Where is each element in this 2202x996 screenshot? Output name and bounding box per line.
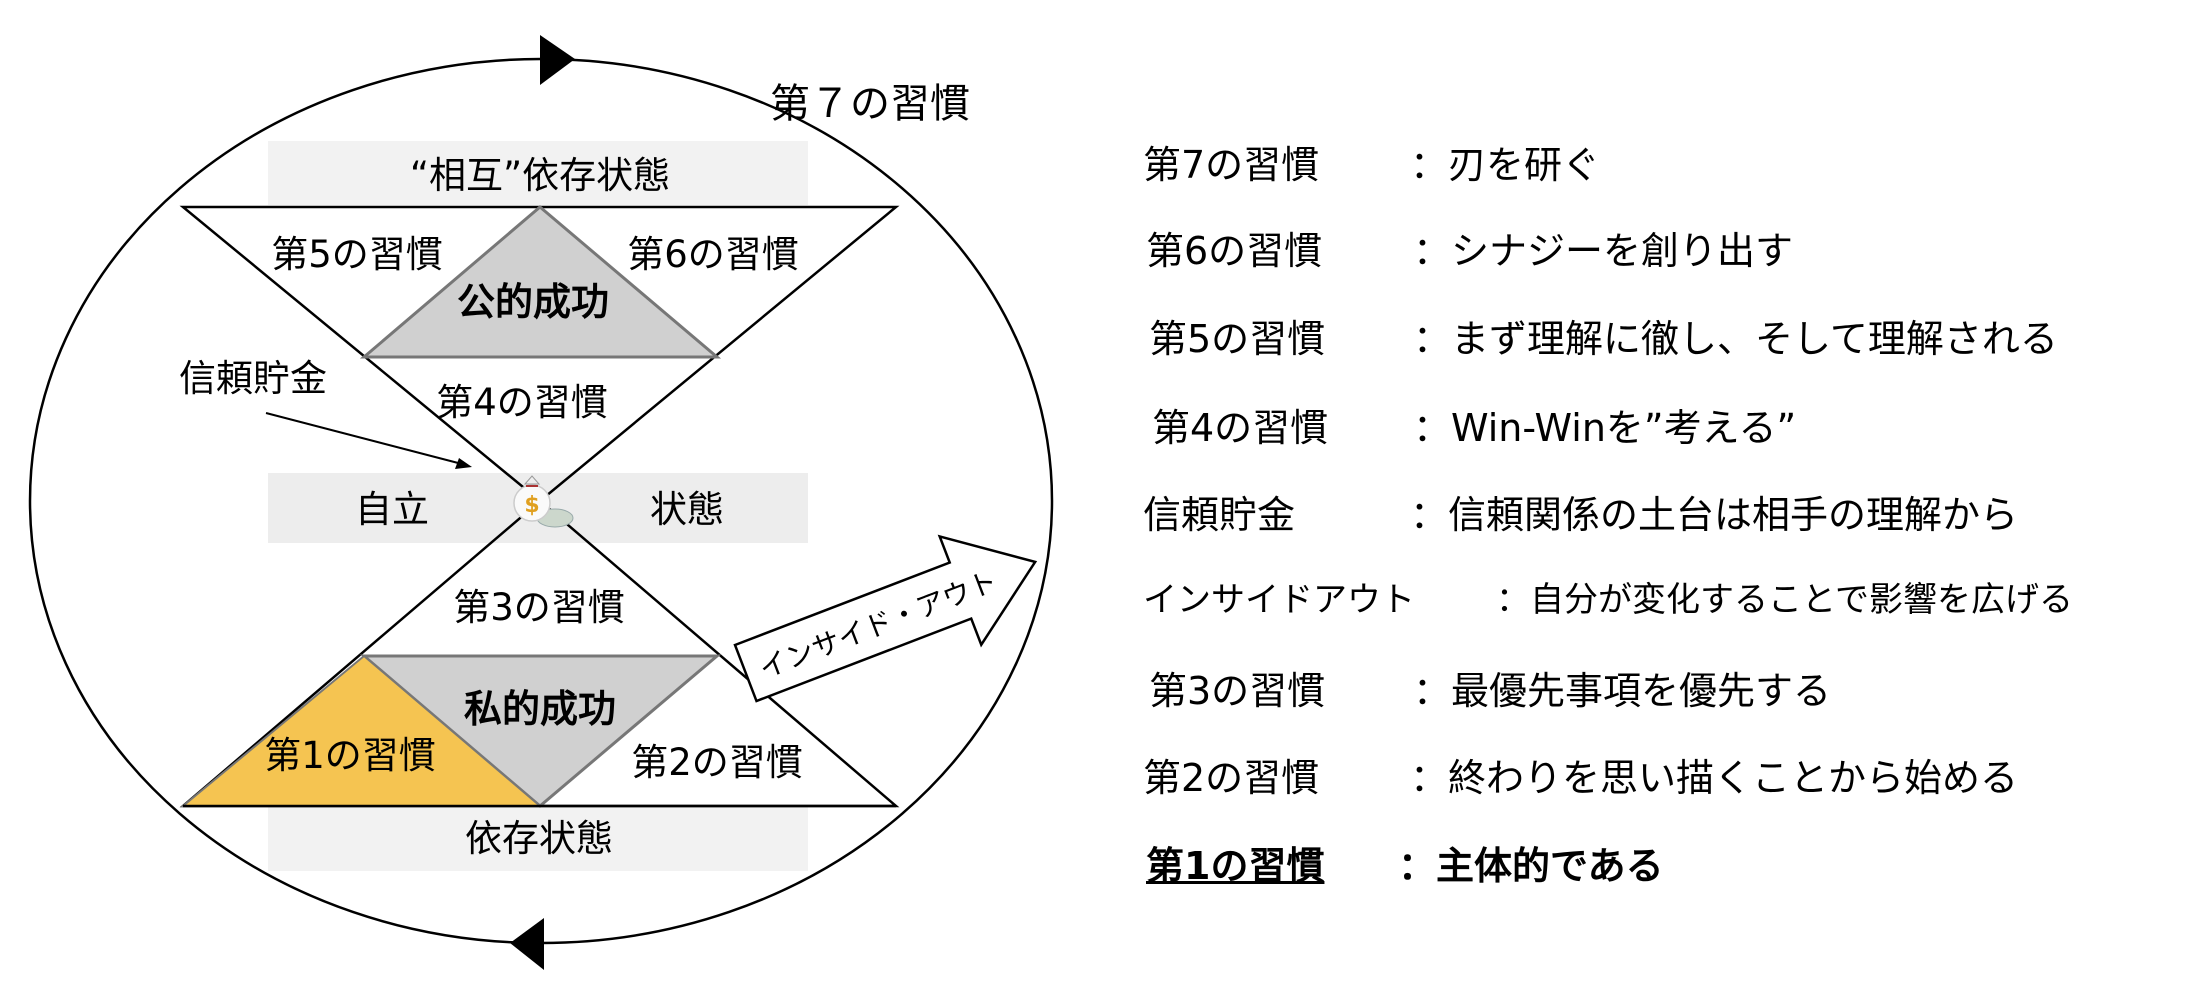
legend-desc: ：まず理解に徹し、そして理解される — [1413, 317, 2058, 361]
legend-row: 第3の習慣 ：最優先事項を優先する — [1149, 669, 1831, 713]
habit6-label: 第6の習慣 — [627, 233, 799, 276]
interdependence-label: “相互”依存状態 — [410, 154, 670, 197]
legend-row: 第6の習慣 ：シナジーを創り出す — [1146, 229, 1793, 273]
legend-row: 第2の習慣 ：終わりを思い描くことから始める — [1143, 756, 2018, 800]
dependence-label: 依存状態 — [465, 817, 613, 860]
svg-text:$: $ — [524, 493, 539, 518]
interdependence-band — [268, 141, 808, 205]
legend-label: 第4の習慣 — [1152, 406, 1329, 450]
emotional-bank-arrow — [265, 412, 463, 465]
legend-label: 第3の習慣 — [1149, 669, 1326, 713]
legend-desc: ：信頼関係の土台は相手の理解から — [1410, 493, 2019, 537]
cycle-arrow-right-icon — [540, 35, 575, 85]
public-victory-label: 公的成功 — [457, 280, 609, 324]
legend-row: 第5の習慣 ：まず理解に徹し、そして理解される — [1149, 317, 2058, 361]
legend-label: 第5の習慣 — [1149, 317, 1326, 361]
legend-desc: ：Win-Winを”考える” — [1413, 406, 1797, 450]
legend-row: インサイドアウト ：自分が変化することで影響を広げる — [1143, 580, 2073, 620]
legend-desc: ：最優先事項を優先する — [1413, 669, 1832, 713]
habit4-label: 第4の習慣 — [436, 381, 608, 424]
legend-label: 信頼貯金 — [1143, 493, 1296, 537]
independence-label-left: 自立 — [355, 488, 429, 531]
legend-row: 信頼貯金 ：信頼関係の土台は相手の理解から — [1143, 493, 2018, 537]
money-bag-icon: $ — [513, 475, 574, 528]
legend-desc: ：シナジーを創り出す — [1413, 229, 1794, 273]
independence-label-right: 状態 — [650, 488, 724, 531]
legend-row: 第7の習慣 ：刃を研ぐ — [1143, 143, 1600, 187]
cycle-arrow-left-icon — [510, 918, 544, 970]
legend-row: 第4の習慣 ：Win-Winを”考える” — [1152, 406, 1796, 450]
legend-desc: ：刃を研ぐ — [1410, 143, 1601, 187]
legend-label: インサイドアウト — [1143, 580, 1415, 620]
habit5-label: 第5の習慣 — [271, 233, 443, 276]
legend-label: 第1の習慣 — [1146, 844, 1325, 888]
legend-label: 第2の習慣 — [1143, 756, 1320, 800]
public-victory-triangle — [359, 205, 722, 359]
emotional-bank-label: 信頼貯金 — [179, 357, 327, 400]
habit3-label: 第3の習慣 — [453, 586, 625, 629]
legend-label: 第7の習慣 — [1143, 143, 1320, 187]
private-victory-label: 私的成功 — [464, 687, 616, 731]
legend-desc: ：主体的である — [1398, 844, 1664, 888]
dependence-band — [268, 806, 808, 871]
legend-desc: ：終わりを思い描くことから始める — [1410, 756, 2019, 800]
legend-row-highlighted: 第1の習慣 ：主体的である — [1146, 844, 1664, 888]
habit7-label: 第７の習慣 — [770, 81, 970, 127]
legend-label: 第6の習慣 — [1146, 229, 1323, 273]
habit2-label: 第2の習慣 — [631, 741, 803, 784]
habit1-label: 第1の習慣 — [264, 734, 436, 777]
legend-desc: ：自分が変化することで影響を広げる — [1496, 580, 2073, 620]
